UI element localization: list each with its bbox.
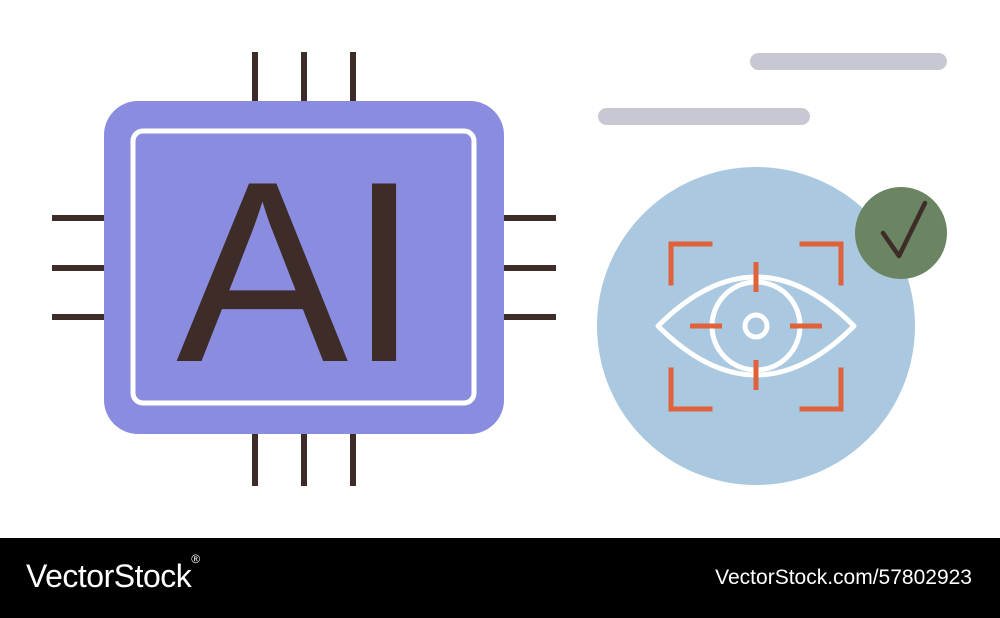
chip-body <box>104 101 504 434</box>
decor-bar-middle <box>598 108 810 125</box>
image-reference: VectorStock.com/57802923 <box>715 566 972 589</box>
check-mark <box>880 200 928 259</box>
scan-corner-brackets <box>668 241 844 412</box>
brand-logo: VectorStock® <box>26 552 200 595</box>
chip-pins-bottom <box>252 432 356 486</box>
check-badge <box>855 187 947 279</box>
cpu-chip-icon: AI <box>52 52 556 486</box>
eye-pupil <box>742 312 770 340</box>
eye-outline <box>655 274 857 378</box>
decor-bar-top <box>750 53 947 70</box>
chip-pins-left <box>52 215 106 320</box>
eye-scan-icon <box>597 167 947 485</box>
ai-illustration: AI <box>52 52 947 486</box>
chip-inner-border <box>130 128 477 406</box>
chip-pins-right <box>502 215 556 320</box>
chip-pins-top <box>252 52 356 103</box>
brand-name: VectorStock <box>26 558 192 594</box>
watermark-footer: VectorStock® VectorStock.com/57802923 <box>0 538 1000 618</box>
scan-crosshair <box>690 262 822 390</box>
chip-label: AI <box>176 127 420 416</box>
brand-trademark: ® <box>191 552 200 566</box>
checkmark-icon <box>855 187 947 279</box>
